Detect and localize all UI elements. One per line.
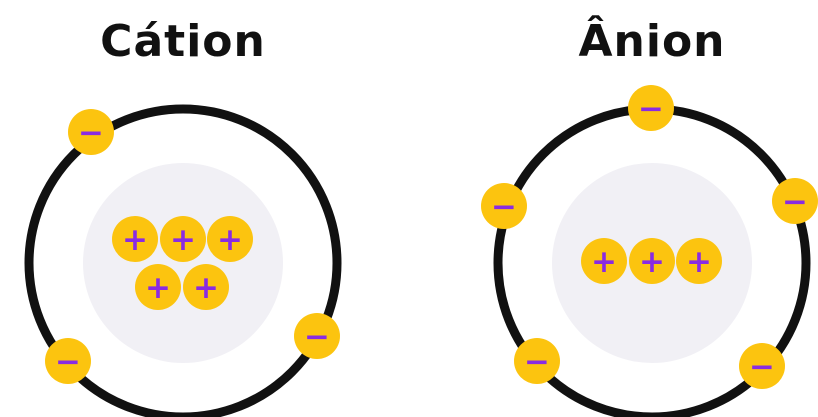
proton-circle bbox=[135, 264, 181, 310]
anion-nucleus: + + + bbox=[581, 238, 722, 284]
electron-sign: − bbox=[524, 344, 550, 380]
proton: + bbox=[676, 238, 722, 284]
proton-circle bbox=[581, 238, 627, 284]
proton-circle bbox=[183, 264, 229, 310]
electron-sign: − bbox=[304, 319, 330, 355]
electron: − bbox=[772, 178, 818, 224]
electron-circle bbox=[772, 178, 818, 224]
electron-sign: − bbox=[78, 115, 104, 151]
cation-title: Cátion bbox=[100, 16, 266, 67]
electron: − bbox=[68, 109, 114, 155]
proton-sign: + bbox=[639, 244, 665, 280]
anion-atom: + + + − − − − − bbox=[481, 85, 818, 417]
electron: − bbox=[514, 338, 560, 384]
electron-sign: − bbox=[638, 91, 664, 127]
proton-circle bbox=[207, 216, 253, 262]
cation-orbit bbox=[24, 104, 342, 417]
cation-atom: + + + + + − − − bbox=[24, 104, 342, 417]
electron: − bbox=[45, 338, 91, 384]
proton-circle bbox=[112, 216, 158, 262]
electron: − bbox=[628, 85, 674, 131]
electron-circle bbox=[739, 343, 785, 389]
electron-circle bbox=[514, 338, 560, 384]
proton: + bbox=[581, 238, 627, 284]
proton: + bbox=[112, 216, 158, 262]
proton: + bbox=[135, 264, 181, 310]
electron: − bbox=[739, 343, 785, 389]
proton-sign: + bbox=[122, 222, 148, 258]
electron-sign: − bbox=[749, 349, 775, 385]
anion-electrons: − − − − − bbox=[481, 85, 818, 389]
proton-circle bbox=[160, 216, 206, 262]
proton-sign: + bbox=[686, 244, 712, 280]
proton: + bbox=[160, 216, 206, 262]
electron-circle bbox=[481, 183, 527, 229]
cation-nucleus-background bbox=[83, 163, 283, 363]
electron-circle bbox=[68, 109, 114, 155]
proton-sign: + bbox=[193, 270, 219, 306]
electron-circle bbox=[45, 338, 91, 384]
cation-electrons: − − − bbox=[45, 109, 340, 384]
electron-circle bbox=[628, 85, 674, 131]
proton: + bbox=[207, 216, 253, 262]
electron-sign: − bbox=[782, 184, 808, 220]
proton: + bbox=[629, 238, 675, 284]
proton-sign: + bbox=[145, 270, 171, 306]
proton-sign: + bbox=[591, 244, 617, 280]
anion-title: Ânion bbox=[578, 16, 726, 67]
proton-sign: + bbox=[217, 222, 243, 258]
electron: − bbox=[294, 313, 340, 359]
cation-nucleus: + + + + + bbox=[112, 216, 253, 310]
electron-sign: − bbox=[491, 189, 517, 225]
proton-sign: + bbox=[170, 222, 196, 258]
proton-circle bbox=[676, 238, 722, 284]
electron-circle bbox=[294, 313, 340, 359]
proton: + bbox=[183, 264, 229, 310]
electron-sign: − bbox=[55, 344, 81, 380]
proton-circle bbox=[629, 238, 675, 284]
electron: − bbox=[481, 183, 527, 229]
